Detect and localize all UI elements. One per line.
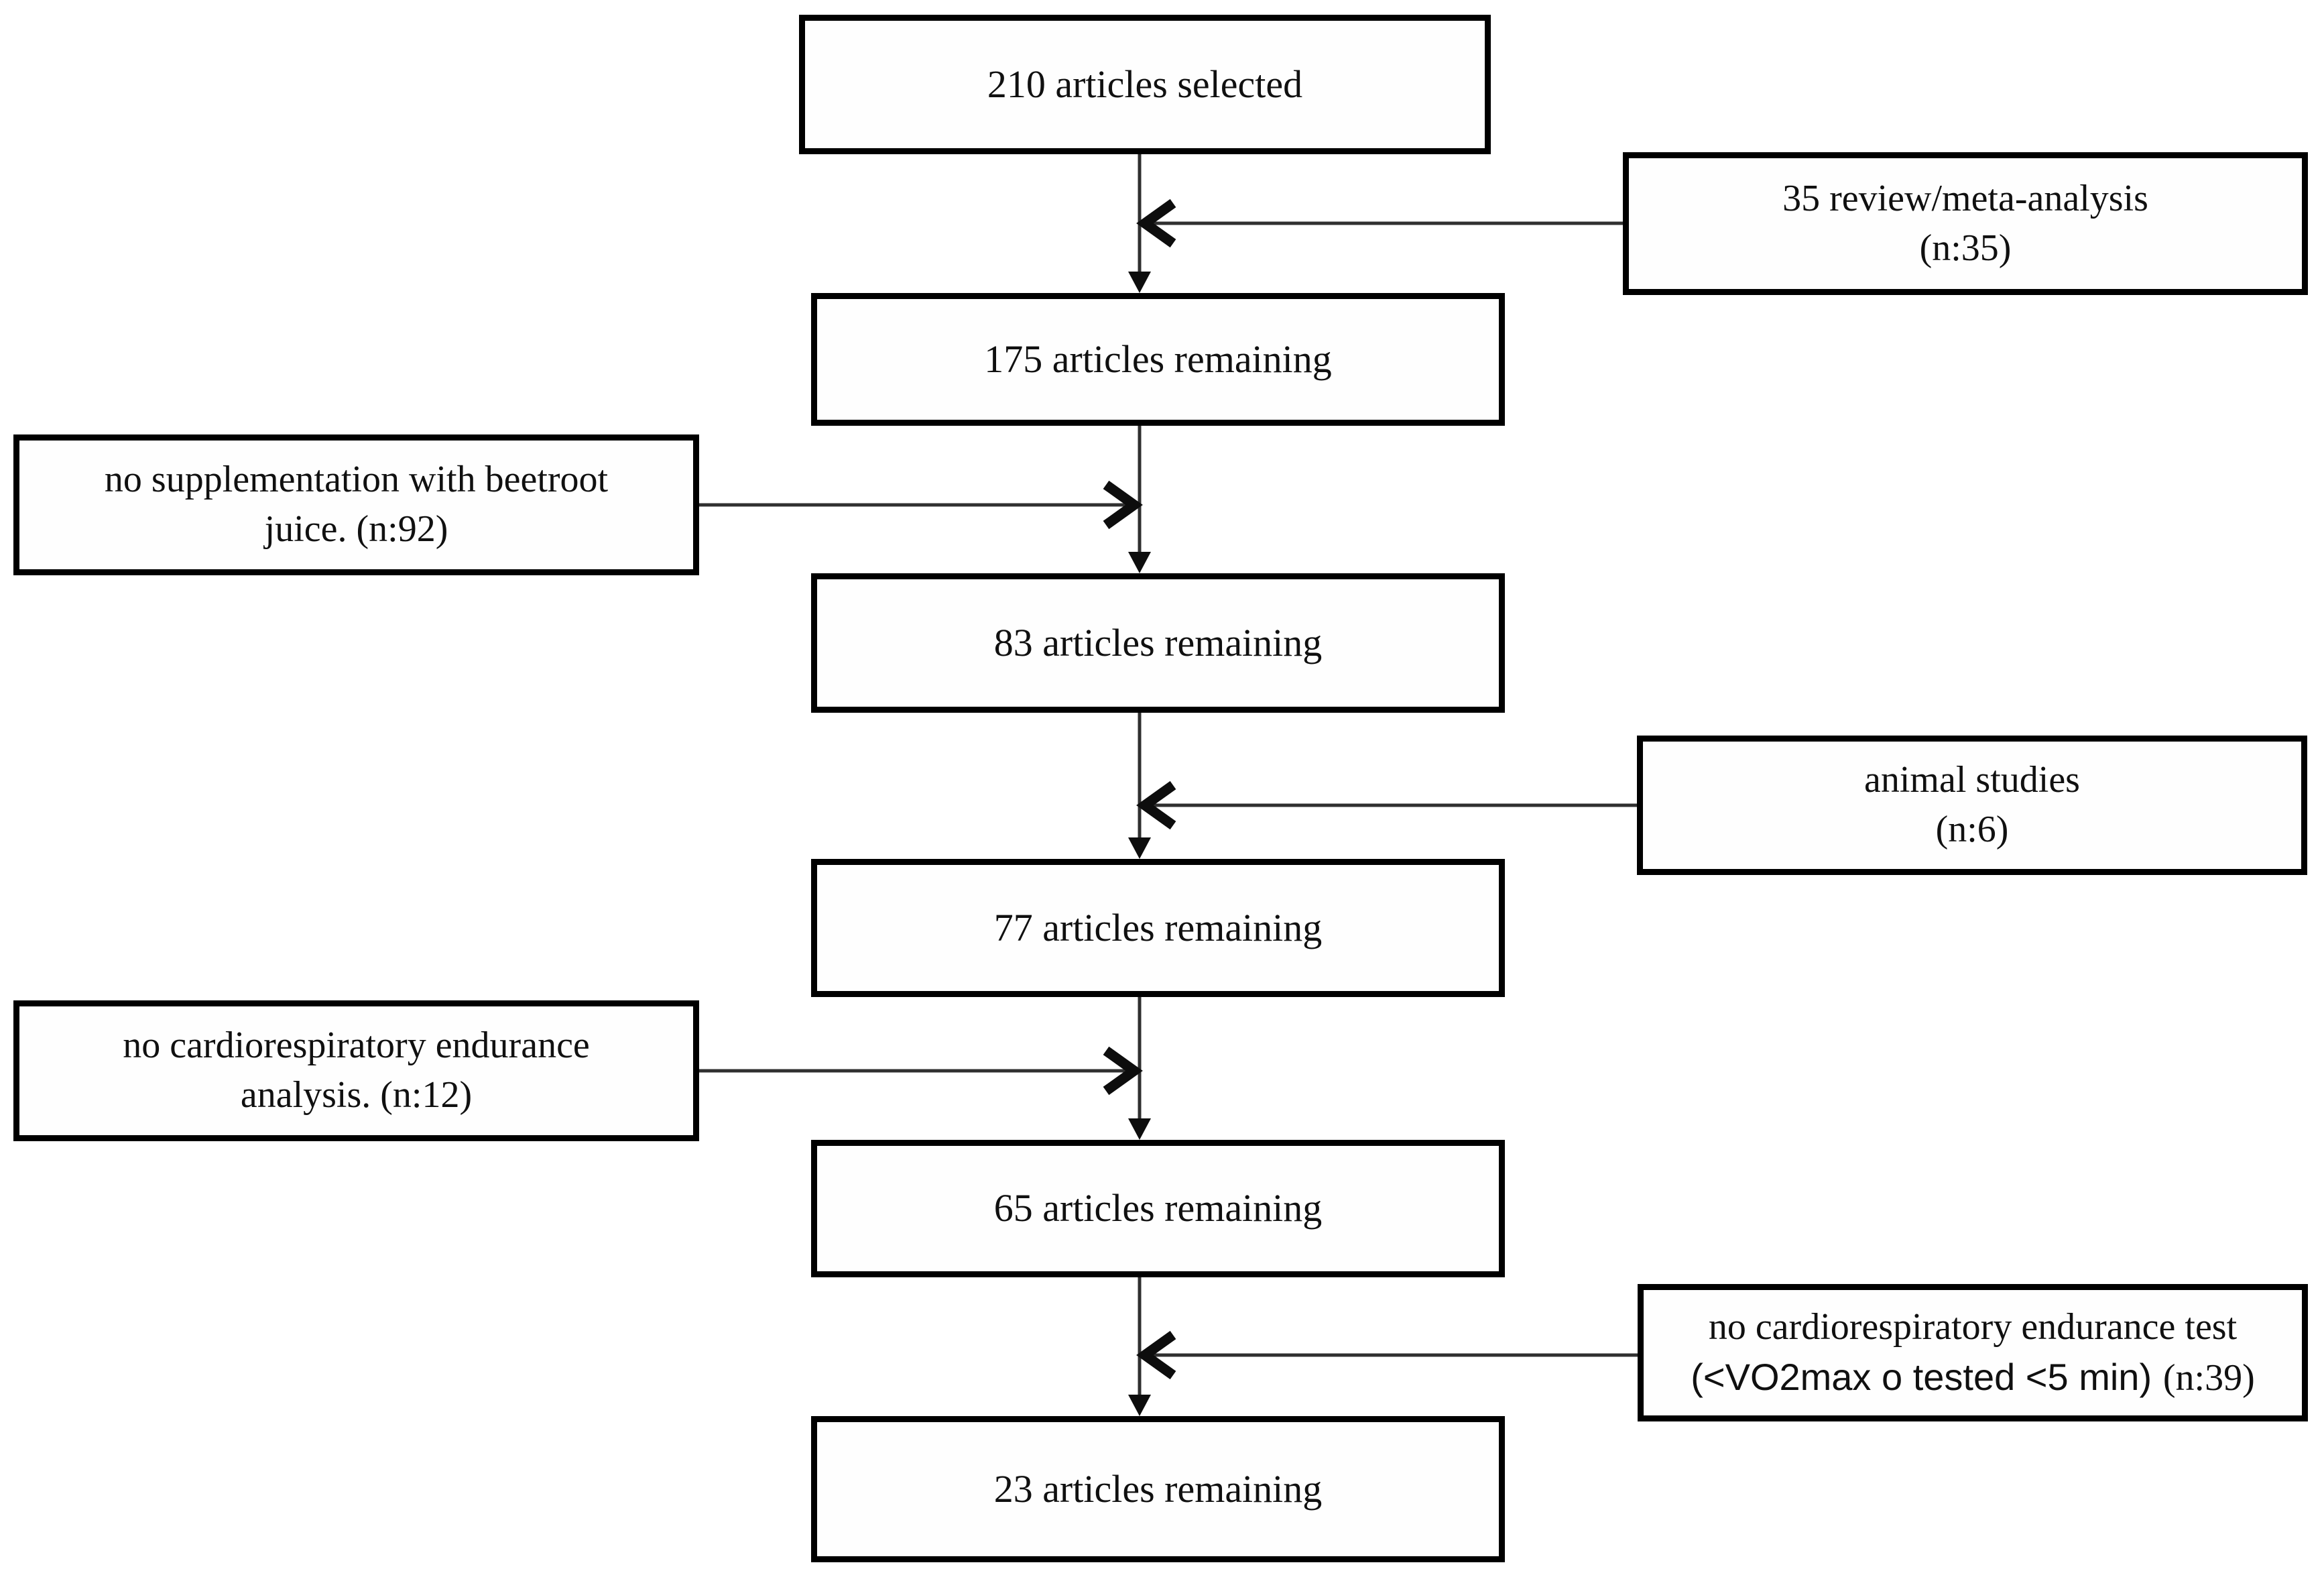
arrow-right-icon bbox=[1103, 480, 1143, 530]
arrow-down-icon bbox=[1128, 1118, 1151, 1140]
exclusion-line-2-criteria: (<VO2max o tested <5 min) bbox=[1691, 1355, 2152, 1398]
flow-box-label: 23 articles remaining bbox=[993, 1466, 1323, 1511]
connector-step-4 bbox=[699, 997, 1151, 1140]
arrow-right-icon bbox=[1103, 1046, 1143, 1096]
connector-step-3 bbox=[1128, 713, 1637, 859]
flow-box-label: 210 articles selected bbox=[987, 62, 1303, 106]
exclusion-line-1: no cardiorespiratory endurance bbox=[123, 1025, 590, 1067]
exclusion-line-2: analysis. (n:12) bbox=[240, 1074, 473, 1116]
connector-step-2 bbox=[699, 426, 1151, 573]
arrow-left-icon bbox=[1136, 198, 1176, 248]
exclusion-box-animal-studies: animal studies (n:6) bbox=[1637, 736, 2307, 875]
flow-box-label: 175 articles remaining bbox=[984, 337, 1332, 381]
arrow-down-icon bbox=[1128, 552, 1151, 573]
arrow-down-icon bbox=[1128, 1395, 1151, 1416]
arrow-down-icon bbox=[1128, 837, 1151, 859]
exclusion-line-2: juice. (n:92) bbox=[264, 508, 448, 550]
arrow-left-icon bbox=[1136, 780, 1176, 830]
exclusion-line-1: 35 review/meta-analysis bbox=[1782, 177, 2148, 219]
exclusion-line-1: animal studies bbox=[1864, 759, 2080, 801]
flow-box-label: 83 articles remaining bbox=[993, 620, 1323, 664]
connector-step-1 bbox=[1128, 154, 1623, 293]
flow-box-label: 65 articles remaining bbox=[993, 1186, 1323, 1230]
arrow-down-icon bbox=[1128, 272, 1151, 293]
exclusion-box-review-meta-analysis: 35 review/meta-analysis (n:35) bbox=[1623, 152, 2308, 295]
exclusion-line-1: no cardiorespiratory endurance test bbox=[1708, 1305, 2238, 1348]
flow-box-remaining-77: 77 articles remaining bbox=[811, 859, 1505, 997]
flow-box-remaining-175: 175 articles remaining bbox=[811, 293, 1505, 426]
flow-box-articles-selected: 210 articles selected bbox=[799, 15, 1491, 154]
exclusion-line-2: (n:35) bbox=[1919, 227, 2012, 269]
exclusion-box-no-endurance-analysis: no cardiorespiratory endurance analysis.… bbox=[13, 1000, 699, 1141]
exclusion-line-2: (n:6) bbox=[1935, 809, 2009, 850]
connector-step-5 bbox=[1128, 1277, 1638, 1416]
arrow-left-icon bbox=[1136, 1330, 1176, 1380]
flow-box-remaining-65: 65 articles remaining bbox=[811, 1140, 1505, 1277]
flow-box-label: 77 articles remaining bbox=[993, 905, 1323, 949]
exclusion-line-2: (<VO2max o tested <5 min)(n:39) bbox=[1691, 1352, 2255, 1403]
exclusion-box-no-endurance-test: no cardiorespiratory endurance test (<VO… bbox=[1638, 1284, 2308, 1421]
exclusion-line-2-count: (n:39) bbox=[2162, 1356, 2255, 1399]
exclusion-line-1: no supplementation with beetroot bbox=[104, 459, 609, 501]
flow-box-remaining-83: 83 articles remaining bbox=[811, 573, 1505, 713]
flow-box-remaining-23: 23 articles remaining bbox=[811, 1416, 1505, 1562]
exclusion-box-no-beetroot-supplementation: no supplementation with beetroot juice. … bbox=[13, 434, 699, 575]
